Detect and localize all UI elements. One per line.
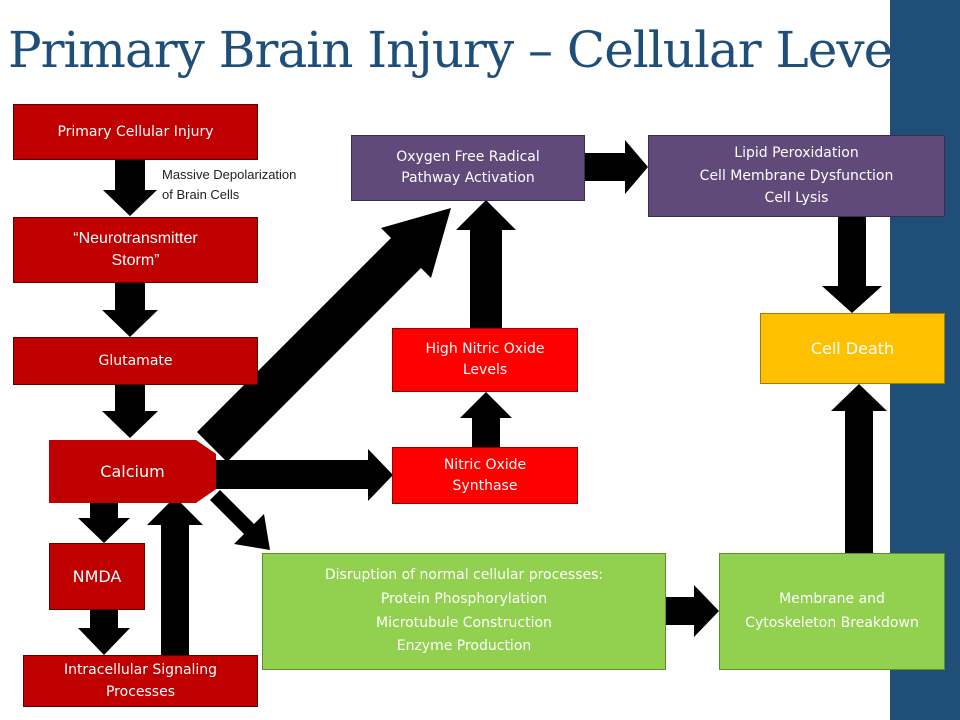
depolarization-annotation: Massive Depolarization of Brain Cells [162,167,297,202]
node-label: NMDA [72,566,122,586]
node-lipid-peroxidation: Lipid Peroxidation Cell Membrane Dysfunc… [648,135,945,217]
arrow-calcium-to-nmda [78,503,130,543]
page-title: Primary Brain Injury – Cellular Level [8,21,890,79]
node-disruption: Disruption of normal cellular processes:… [262,553,666,670]
node-high-nitric-oxide: High Nitric Oxide Levels [392,328,578,392]
node-nitric-oxide-synthase: Nitric Oxide Synthase [392,447,578,504]
node-label: Glutamate [98,352,173,369]
node-label: High Nitric Oxide Levels [425,341,545,378]
node-label: Lipid Peroxidation Cell Membrane Dysfunc… [699,145,894,207]
arrow-nmda-to-signaling [78,610,130,655]
arrow-calcium-to-synthase [216,449,393,501]
node-primary-cellular-injury: Primary Cellular Injury [13,104,258,160]
node-oxygen-free-radical: Oxygen Free Radical Pathway Activation [351,135,585,201]
node-glutamate: Glutamate [13,337,258,385]
arrow-radical-to-lipid [585,140,648,194]
node-neurotransmitter-storm: “Neurotransmitter Storm” [13,217,258,283]
node-cell-death: Cell Death [760,313,945,384]
node-label: Cell Death [810,338,895,358]
node-intracellular-signaling: Intracellular Signaling Processes [23,655,258,707]
node-label: Disruption of normal cellular processes:… [324,566,604,655]
arrow-storm-to-glutamate [102,283,158,337]
arrow-disruption-to-membrane [666,585,719,637]
arrow-calcium-to-disruption [205,490,270,550]
node-label: Membrane and Cytoskeleton Breakdown [745,590,919,631]
node-label: Nitric Oxide Synthase [443,456,527,494]
node-label: Primary Cellular Injury [57,123,214,140]
node-label: Oxygen Free Radical Pathway Activation [396,149,540,186]
arrow-calcium-to-radical [197,208,451,462]
node-calcium: Calcium [49,440,216,503]
arrow-primary-to-storm [103,160,157,216]
arrow-lipid-to-death [822,217,882,313]
arrow-membrane-to-death [831,384,887,553]
node-label: Calcium [100,461,165,481]
node-nmda: NMDA [49,543,145,610]
arrow-synthase-to-highno [460,392,512,447]
arrow-glutamate-to-calcium [102,385,158,438]
arrow-highno-to-radical [456,200,516,328]
node-label: “Neurotransmitter Storm” [73,230,198,269]
node-membrane-breakdown: Membrane and Cytoskeleton Breakdown [719,553,945,670]
arrow-signaling-to-calcium [147,497,203,655]
node-label: Intracellular Signaling Processes [63,661,218,700]
